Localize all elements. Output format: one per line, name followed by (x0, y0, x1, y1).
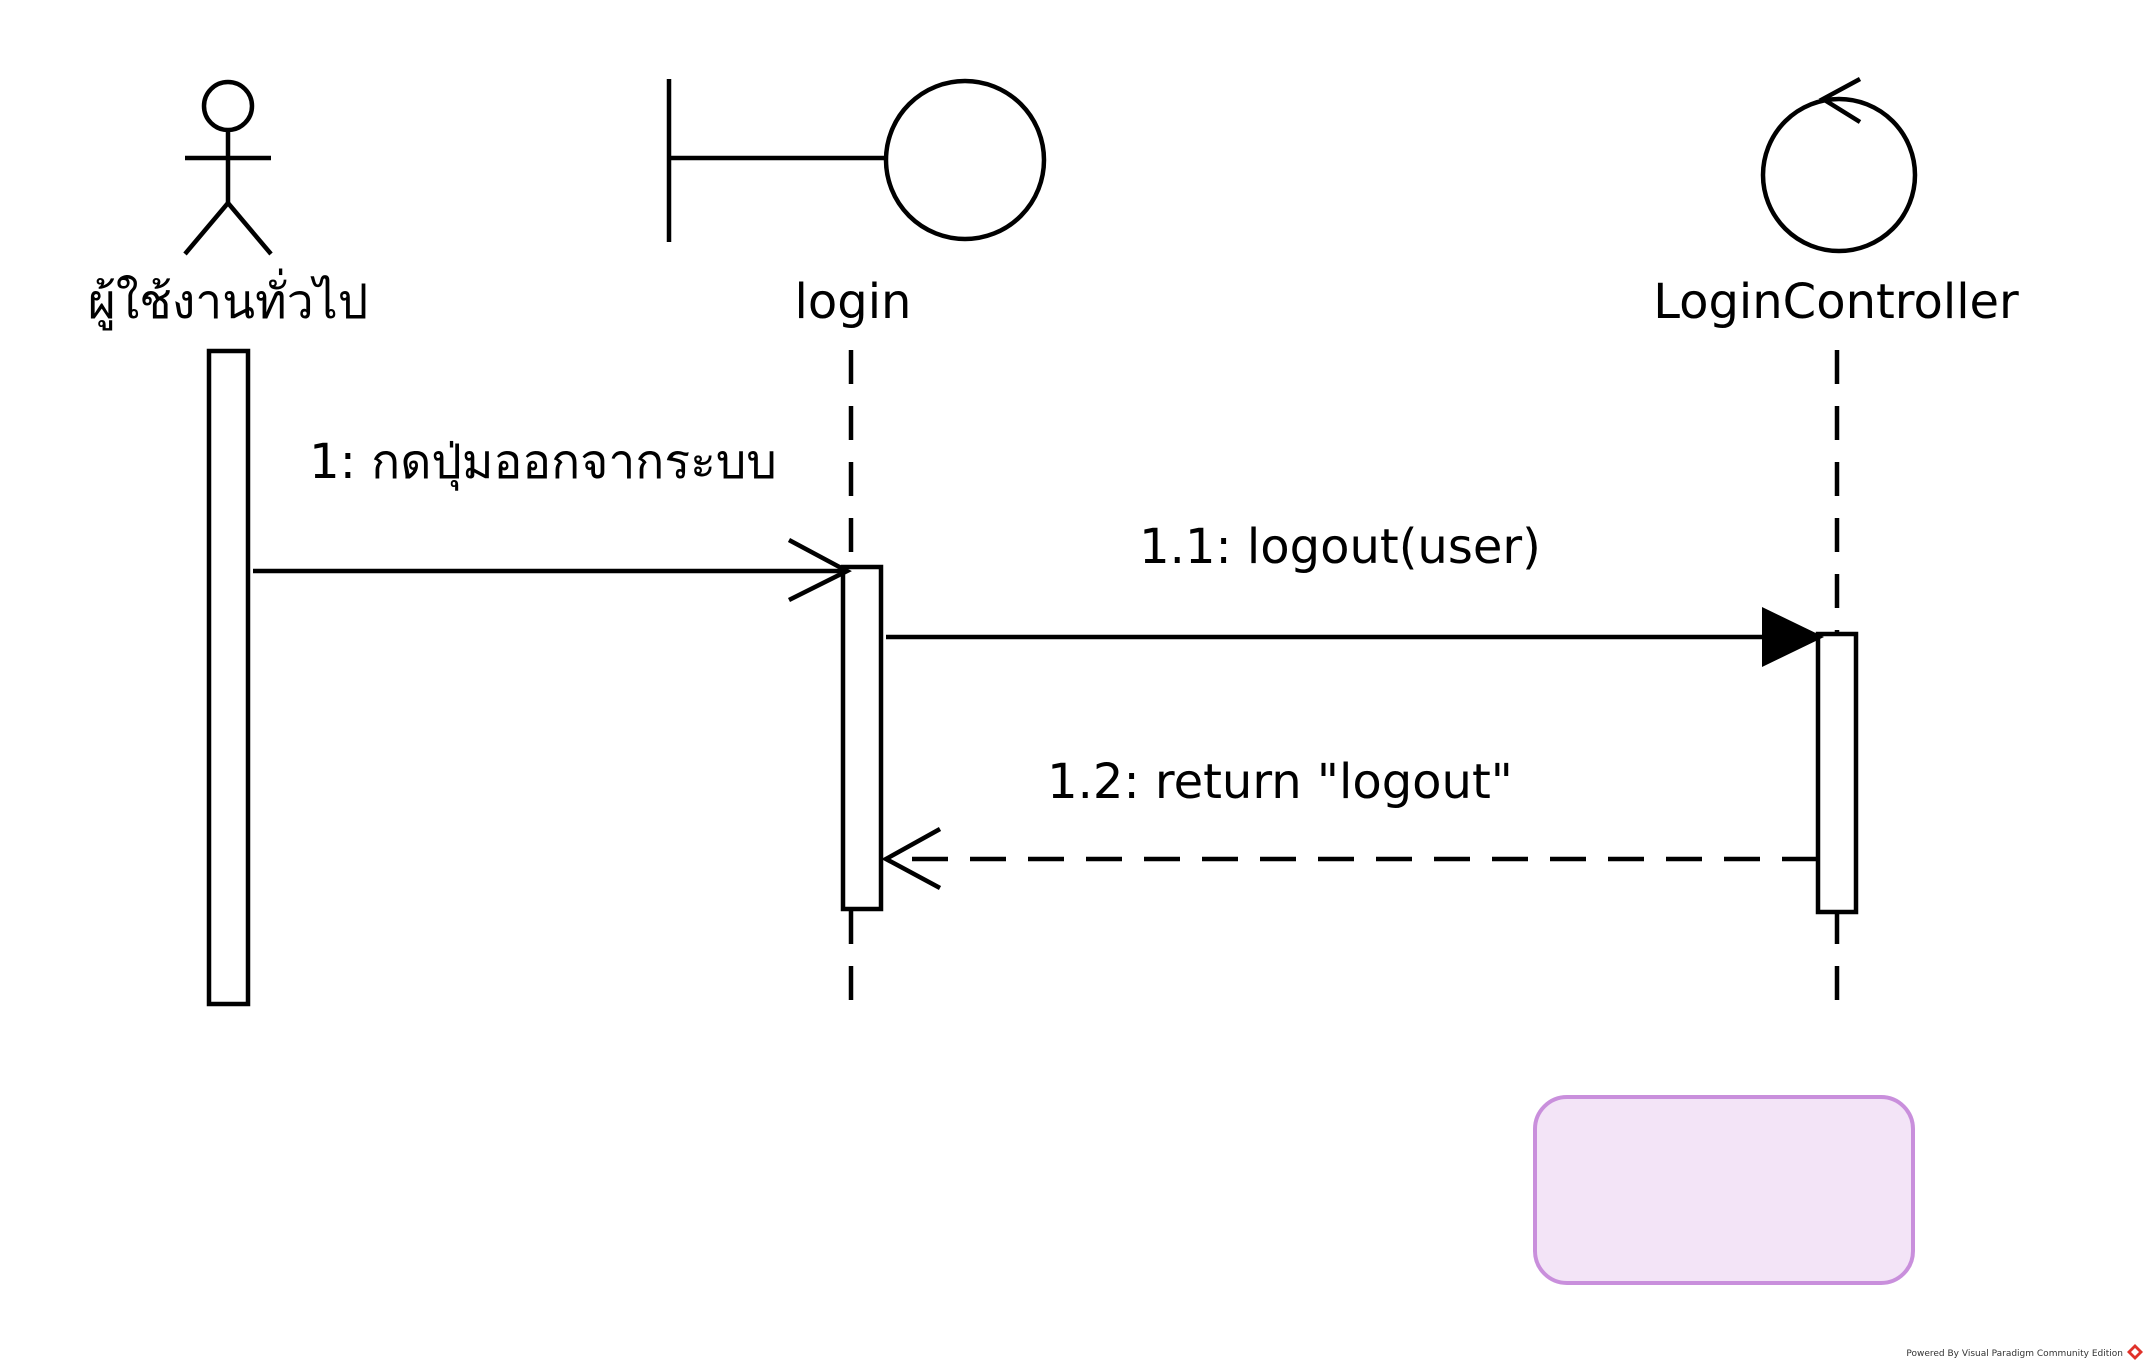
message-2-label: 1.1: logout(user) (1139, 519, 1541, 575)
control-name: LoginController (1653, 274, 2019, 330)
boundary-icon (666, 78, 1047, 242)
actor-icon (183, 79, 273, 256)
actor-name: ผู้ใช้งานทั่วไป (88, 268, 369, 331)
boundary-activation (840, 564, 884, 912)
message-2-arrow (886, 607, 1824, 667)
control-activation (1815, 631, 1859, 915)
message-1-label: 1: กดปุ่มออกจากระบบ (309, 434, 777, 491)
actor-activation (206, 348, 251, 1007)
visual-paradigm-logo-icon (2127, 1344, 2143, 1360)
control-icon (1760, 77, 1918, 254)
message-3-label: 1.2: return "logout" (1047, 754, 1513, 810)
boundary-name: login (795, 274, 912, 330)
message-1-arrow (253, 538, 852, 603)
message-3-arrow (881, 827, 1818, 890)
footer-watermark: Powered By Visual Paradigm Community Edi… (1906, 1349, 2123, 1359)
note-box (1533, 1095, 1915, 1285)
